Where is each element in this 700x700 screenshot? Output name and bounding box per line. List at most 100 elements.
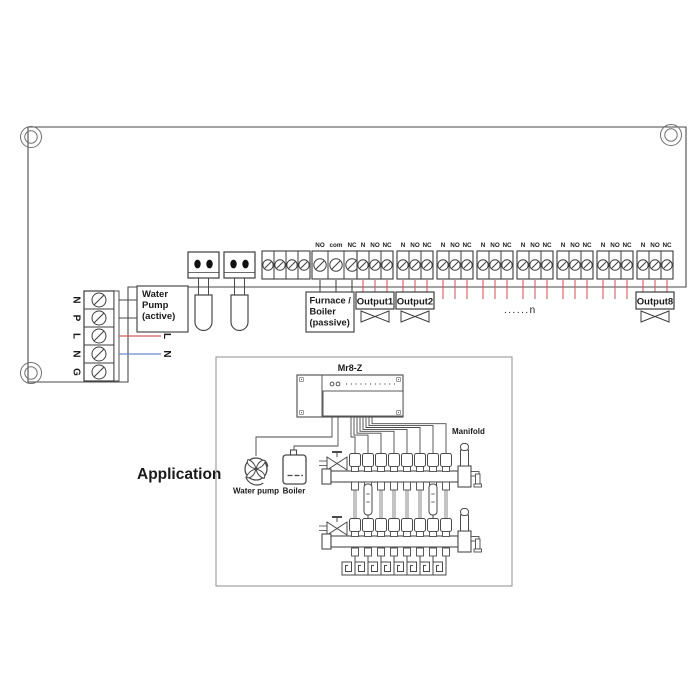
screw-slot: [463, 261, 471, 269]
air-vent-body: [460, 514, 469, 532]
screw-slot: [639, 261, 647, 269]
vent-dot: [350, 383, 352, 385]
output-terminal-label: NC: [462, 242, 472, 249]
screw-slot: [93, 330, 105, 342]
water-pump-active-box: Water Pump (active): [136, 285, 189, 333]
screw-slot: [611, 261, 619, 269]
actuator-neck: [351, 466, 359, 472]
controller-label: Mr8-Z: [338, 363, 363, 373]
actuator-icon: [362, 453, 374, 467]
floor-loop-icon: [354, 559, 369, 576]
flow-meter-icon: [363, 483, 373, 516]
actuator-neck: [403, 531, 411, 537]
output-box-body: [635, 291, 675, 310]
actuator-wire: [353, 417, 369, 454]
actuator-neck: [364, 466, 372, 472]
manifold-bar: [330, 535, 459, 548]
sensor-pin: [230, 259, 237, 269]
output-terminal-label: NO: [570, 242, 580, 249]
pipe-stub: [351, 481, 359, 491]
output-terminal-label: NO: [650, 242, 660, 249]
manifold-label: Manifold: [452, 427, 485, 436]
screw-slot: [331, 260, 341, 270]
relay-terminal-label: com: [330, 242, 343, 249]
screw-slot: [583, 261, 591, 269]
pipe-stub: [390, 481, 398, 491]
screw-slot: [559, 261, 567, 269]
water-pump-label: Water pump: [233, 487, 279, 496]
bar-end-block: [457, 465, 472, 488]
screw-slot: [663, 261, 671, 269]
application-box: [215, 356, 513, 587]
output-terminal-label: NC: [382, 242, 392, 249]
air-vent-cap-icon: [460, 508, 469, 516]
vent-dot: [355, 383, 357, 385]
power-wires: L N: [119, 299, 172, 358]
floor-loop-icon: [432, 559, 447, 576]
flow-meter-icon: [428, 483, 438, 516]
screw-slot: [371, 261, 379, 269]
pipe-stub: [403, 481, 411, 491]
output-box-label: Output2: [397, 297, 433, 308]
actuator-wire: [359, 417, 395, 454]
screw-slot: [347, 260, 357, 270]
ball-valve-icon: [336, 521, 348, 536]
valve-bowtie-icon: [413, 310, 430, 323]
furnace-line1: Furnace /: [310, 296, 352, 306]
power-terminal-label: G: [71, 368, 82, 376]
actuator-neck: [390, 531, 398, 537]
actuator-neck: [390, 466, 398, 472]
actuator-icon: [388, 453, 400, 467]
case-screw-icon: [396, 377, 401, 382]
temperature-sensor: [187, 251, 220, 332]
actuator-wire: [365, 417, 421, 454]
bar-end-block: [457, 530, 472, 553]
controller-board: N P L N G L N Water Pump (active) NO com NC Fu…: [20, 124, 687, 384]
pipe-stub: [442, 547, 450, 557]
pipe-stub: [403, 547, 411, 557]
floor-loop-icon: [341, 559, 356, 576]
output-box: Output2: [395, 291, 435, 323]
sensor-head: [223, 251, 256, 279]
valve-bowtie-icon: [373, 310, 390, 323]
power-terminal-label: L: [71, 333, 82, 339]
actuator-icon: [427, 453, 439, 467]
screw-slot: [93, 294, 105, 306]
vent-dot: [360, 383, 362, 385]
pipe-stub: [390, 547, 398, 557]
output-terminal-label: N: [601, 242, 606, 249]
floor-loop-icon: [380, 559, 395, 576]
screw-slot: [623, 261, 631, 269]
floor-loop-icon: [393, 559, 408, 576]
screw-slot: [491, 261, 499, 269]
actuator-neck: [351, 531, 359, 537]
controller-unit: [296, 374, 404, 418]
vent-dot: [365, 383, 367, 385]
pipe-stub: [416, 481, 424, 491]
output-terminal-label: N: [481, 242, 486, 249]
actuator-neck: [429, 531, 437, 537]
pipe-stub: [429, 547, 437, 557]
actuator-neck: [364, 531, 372, 537]
floor-loop-icon: [367, 559, 382, 576]
screw-slot: [93, 312, 105, 324]
pipe-stub: [364, 547, 372, 557]
pipe-stub: [351, 547, 359, 557]
actuator-neck: [377, 466, 385, 472]
screw-slot: [300, 261, 308, 269]
actuator-icon: [362, 518, 374, 532]
ball-valve-icon: [336, 456, 348, 471]
bar-end-cap: [321, 533, 332, 550]
drain-cap: [473, 483, 482, 488]
power-terminal-label: P: [71, 315, 82, 322]
sensor-bulb: [230, 294, 249, 332]
output-box-label: Output1: [357, 297, 394, 308]
sensor-pin: [242, 259, 249, 269]
